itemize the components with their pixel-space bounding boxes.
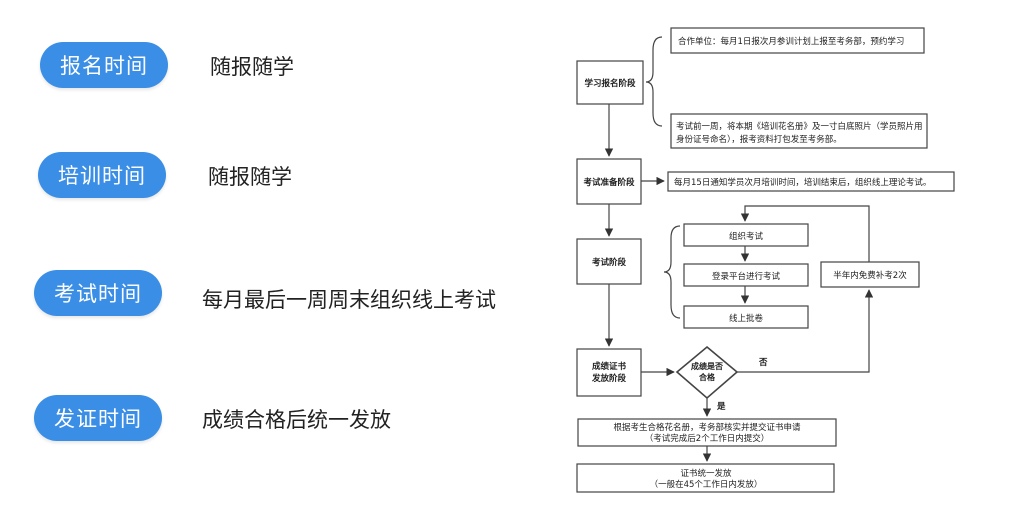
decision-yes-label: 是 [716,401,726,412]
note-registration-2-line2: 身份证号命名），报考资料打包发至考务部。 [676,134,842,145]
stage-registration-box [576,60,644,105]
retake-note: 半年内免费补考2次 [833,270,907,281]
stage-exam-box [576,238,642,285]
exam-step-3: 线上批卷 [729,313,764,324]
stage-exam-label: 考试阶段 [592,257,627,268]
exam-step-1-box [683,223,809,247]
note-registration-2-line1: 考试前一周，将本期《培训花名册》及一寸白底照片（学员照片用 [676,121,923,132]
exam-time-badge: 考试时间 [34,270,162,316]
registration-time-badge: 报名时间 [40,42,168,88]
training-time-badge: 培训时间 [38,152,166,198]
stage-exam-prep-label: 考试准备阶段 [583,177,635,188]
stage-certificate-label-line1: 成绩证书 [592,361,627,372]
exam-brace [663,225,681,319]
note-exam-prep: 每月15日通知学员次月培训时间，培训结束后，组织线上理论考试。 [674,177,931,188]
exam-step-1: 组织考试 [729,231,764,242]
note-registration-1-box [670,27,925,54]
stage-certificate-box [576,348,642,397]
certificate-time-badge: 发证时间 [34,395,162,441]
cert-step-1-line1: 根据考生合格花名册，考务部核实并提交证书申请 [613,422,801,433]
cert-step-1-line2: （考试完成后2个工作日内提交） [645,433,769,444]
arrow-decision-no [737,289,874,373]
retake-box [820,261,920,288]
exam-step-2: 登录平台进行考试 [712,271,781,282]
arrow-retake-to-exam [740,205,870,262]
exam-step-2-box [683,263,809,287]
flowchart-connectors [576,27,955,493]
decision-label-line1: 成绩是否 [691,361,723,371]
exam-step-3-box [683,305,809,329]
note-registration-2-box [670,113,928,149]
decision-label-line2: 合格 [698,372,716,382]
registration-time-value: 随报随学 [210,55,294,79]
exam-time-value: 每月最后一周周末组织线上考试 [202,288,496,312]
cert-step-2-line2: （一般在45个工作日内发放） [650,479,763,490]
decision-no-label: 否 [758,358,768,368]
stage-certificate-label-line2: 发放阶段 [591,373,627,384]
stage-registration-label: 学习报名阶段 [584,78,636,89]
cert-step-2-box [576,463,835,493]
cert-step-2-line1: 证书统一发放 [680,468,732,479]
stage-exam-prep-box [576,158,642,205]
cert-step-1-box [577,418,837,447]
note-exam-prep-box [667,171,955,192]
registration-brace [645,36,663,127]
note-registration-1: 合作单位：每月1日报次月参训计划上报至考务部，预约学习 [678,36,904,47]
certificate-time-value: 成绩合格后统一发放 [202,408,391,432]
training-time-value: 随报随学 [208,165,292,189]
